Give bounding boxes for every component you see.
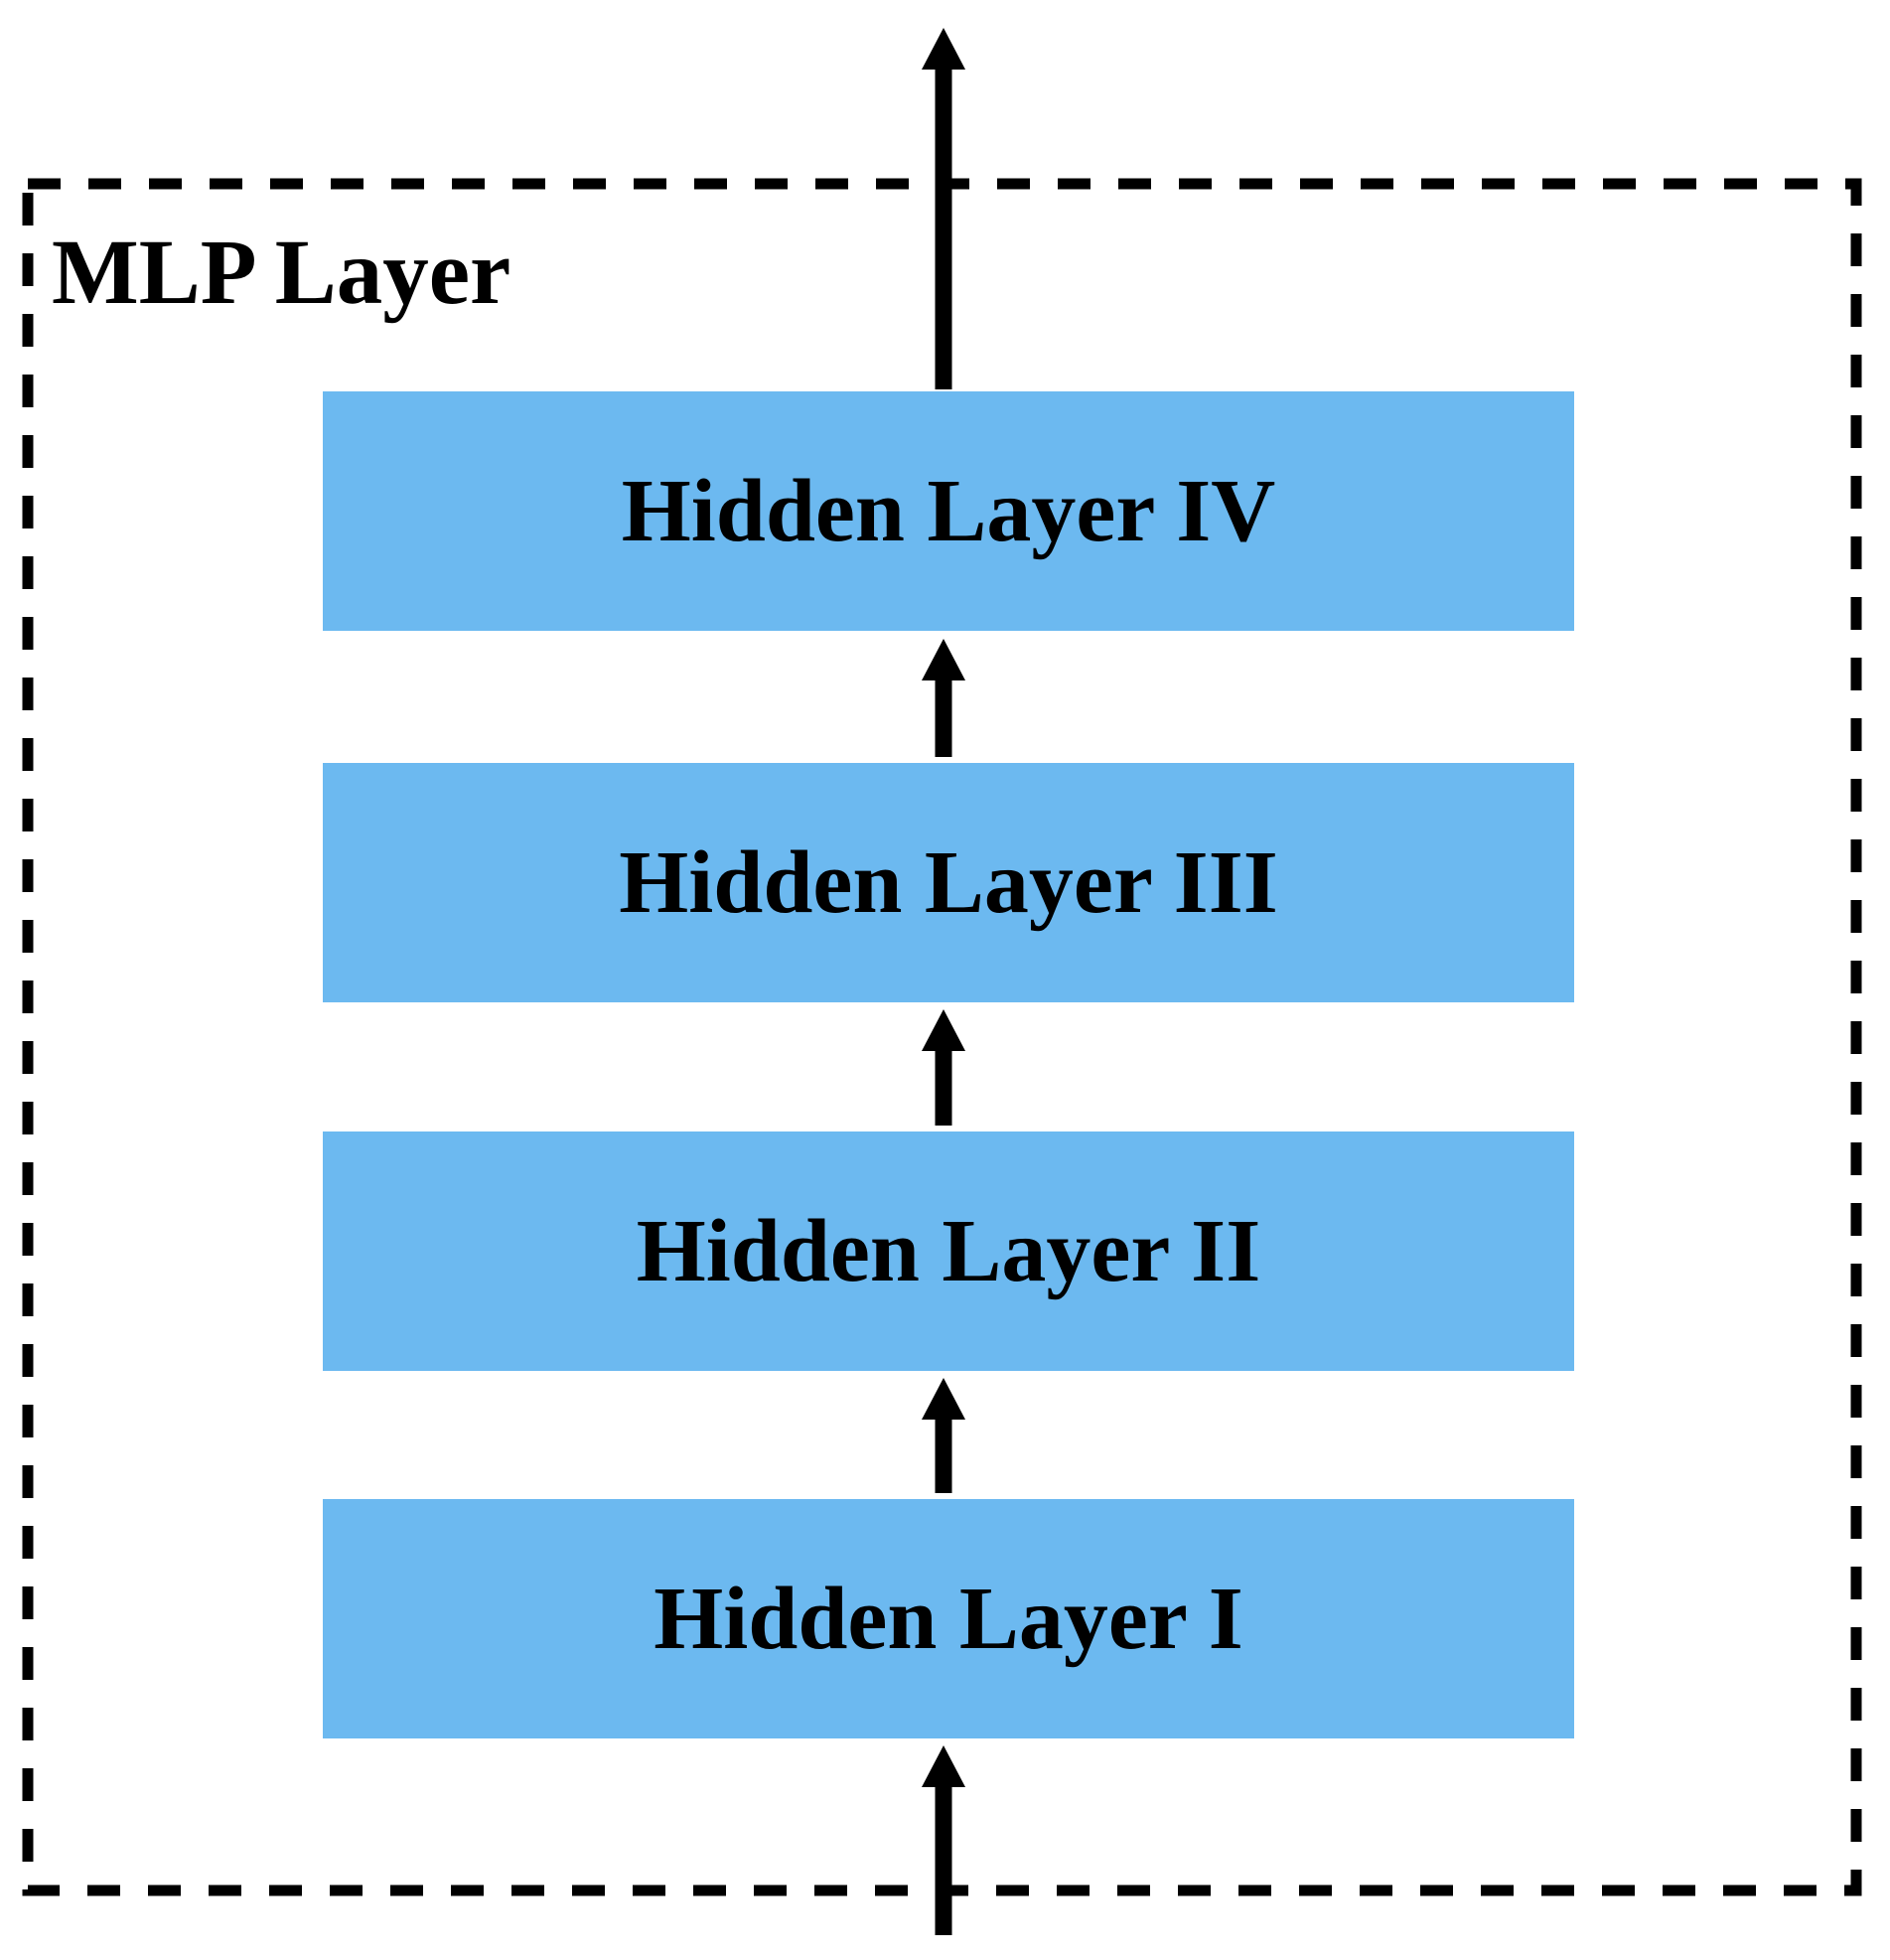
flow-arrow-iii-to-iv xyxy=(922,639,965,757)
hidden-layer-iv-label: Hidden Layer IV xyxy=(621,462,1276,560)
hidden-layer-iii-box: Hidden Layer III xyxy=(323,763,1574,1002)
hidden-layer-i-label: Hidden Layer I xyxy=(654,1570,1243,1668)
hidden-layer-ii-label: Hidden Layer II xyxy=(636,1202,1261,1300)
hidden-layer-i-box: Hidden Layer I xyxy=(323,1499,1574,1738)
hidden-layer-iv-box: Hidden Layer IV xyxy=(323,391,1574,631)
flow-arrow-i-to-ii xyxy=(922,1378,965,1493)
flow-arrow-ii-to-iii xyxy=(922,1009,965,1126)
flow-arrow-input xyxy=(922,1745,965,1935)
mlp-layer-label: MLP Layer xyxy=(52,222,511,324)
flow-arrow-output xyxy=(922,28,965,389)
hidden-layer-ii-box: Hidden Layer II xyxy=(323,1131,1574,1371)
hidden-layer-iii-label: Hidden Layer III xyxy=(619,833,1278,932)
